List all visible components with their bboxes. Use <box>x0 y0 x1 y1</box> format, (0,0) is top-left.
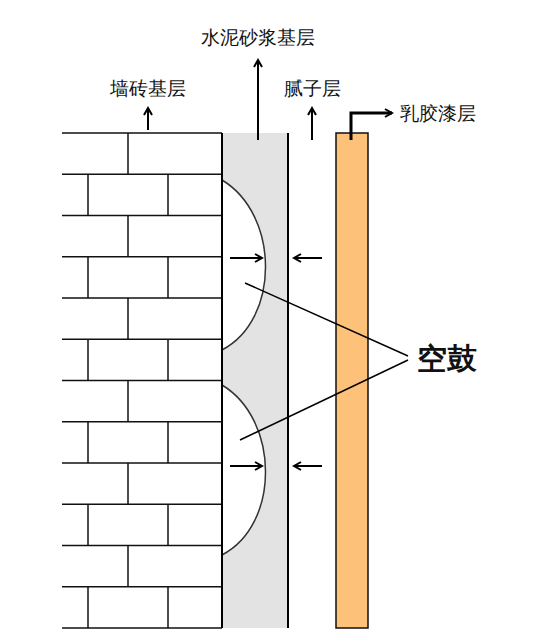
brick-joint <box>167 257 169 298</box>
brick-joint <box>167 339 169 380</box>
brick-joint <box>62 504 222 506</box>
mortar-layer <box>222 133 288 628</box>
leader-arrow <box>257 60 259 140</box>
layer-label: 腻子层 <box>282 78 343 99</box>
brick-joint <box>62 380 222 382</box>
brick-joint <box>62 627 222 629</box>
brick-wall <box>62 133 222 628</box>
pointer-arrow <box>294 465 322 467</box>
brick-joint <box>87 504 89 545</box>
brick-joint <box>127 216 129 257</box>
brick-joint <box>87 587 89 628</box>
brick-joint <box>127 133 129 174</box>
brick-joint <box>62 132 222 134</box>
brick-joint <box>87 339 89 380</box>
brick-joint <box>62 462 222 464</box>
brick-joint <box>62 297 222 299</box>
leader-arrow <box>351 113 392 140</box>
layer-label: 墙砖基层 <box>108 78 188 99</box>
brick-joint <box>62 586 222 588</box>
brick-joint <box>87 257 89 298</box>
brick-joint <box>62 339 222 341</box>
brick-joint <box>87 422 89 463</box>
brick-joint <box>167 504 169 545</box>
callout-label: 空鼓 <box>415 342 479 375</box>
brick-joint <box>62 215 222 217</box>
brick-joint <box>167 174 169 215</box>
pointer-arrow <box>294 257 322 259</box>
brick-joint <box>167 587 169 628</box>
brick-joint <box>127 298 129 339</box>
mortar-edge <box>287 133 289 628</box>
brick-joint <box>62 421 222 423</box>
hollow-void <box>222 180 266 350</box>
brick-joint <box>62 545 222 547</box>
layer-label: 水泥砂浆基层 <box>199 27 317 48</box>
brick-joint <box>62 256 222 258</box>
brick-joint <box>87 174 89 215</box>
brick-joint <box>127 381 129 422</box>
wall-face <box>221 133 223 628</box>
leader-arrow <box>147 108 149 130</box>
leader-arrow <box>311 108 313 140</box>
hollow-void <box>222 385 266 555</box>
brick-joint <box>167 422 169 463</box>
brick-joint <box>127 463 129 504</box>
leader-line <box>240 360 408 440</box>
layer-label: 乳胶漆层 <box>398 103 478 124</box>
pointer-arrow <box>230 465 262 467</box>
brick-joint <box>62 174 222 176</box>
brick-joint <box>127 546 129 587</box>
latex-paint-layer <box>336 133 368 628</box>
pointer-arrow <box>230 257 262 259</box>
leader-line <box>245 283 408 356</box>
